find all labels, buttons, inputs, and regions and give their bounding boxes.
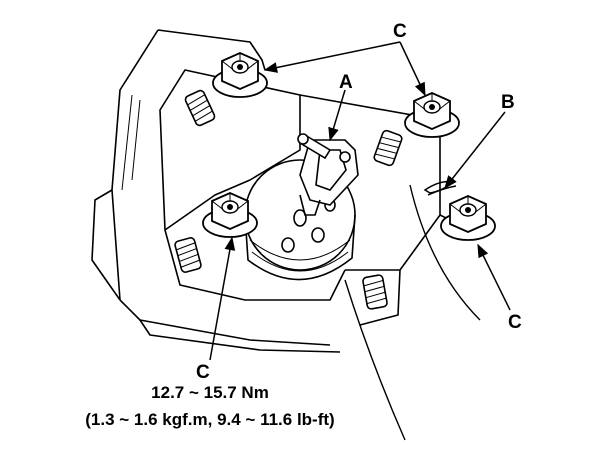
leader-lines [209,41,511,361]
callout-c-left: C [196,362,210,383]
part-a-shaft [297,133,359,216]
callout-b: B [501,92,515,113]
torque-spec-nm: 12.7 ~ 15.7 Nm [151,383,269,402]
flange-nuts [202,52,496,241]
callout-c-right: C [508,312,522,333]
callout-a: A [339,72,353,93]
callout-c-top: C [393,21,407,42]
mounting-studs [174,89,403,310]
housing-outline [91,29,481,441]
torque-spec-alt-units: (1.3 ~ 1.6 kgf.m, 9.4 ~ 11.6 lb-ft) [85,410,335,429]
